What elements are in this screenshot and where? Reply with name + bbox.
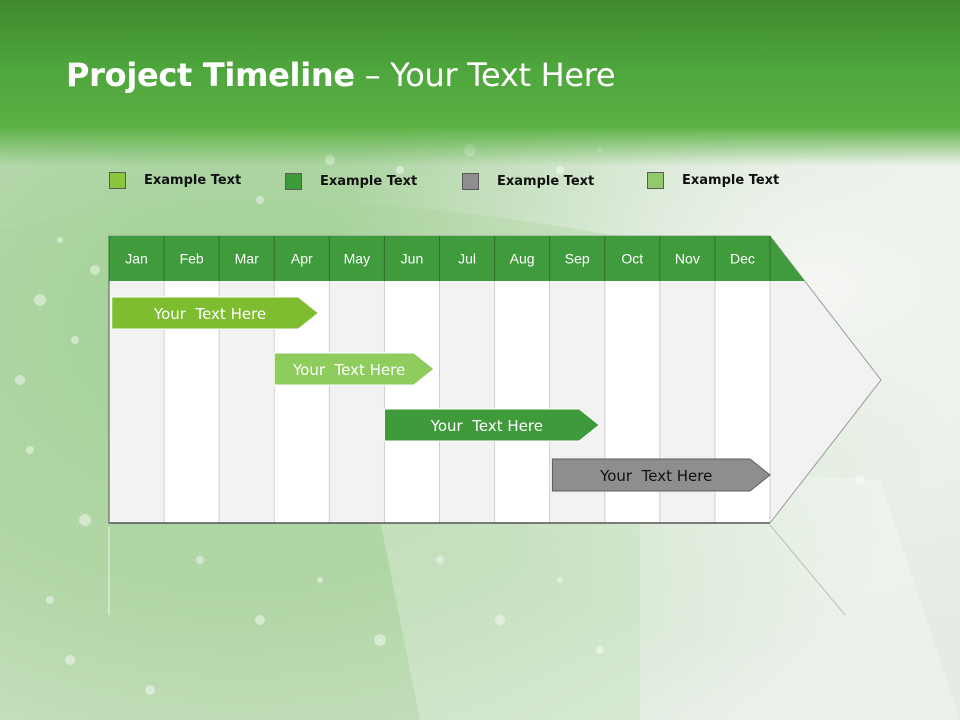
month-label-mar: Mar (235, 251, 259, 267)
legend-swatch-2 (285, 172, 302, 190)
legend-item-2: Example Text (285, 171, 417, 191)
legend-swatch-4 (647, 171, 664, 189)
task-bar-4: Your Text Here (551, 458, 771, 492)
month-label-oct: Oct (621, 251, 643, 267)
task-bar-2: Your Text Here (273, 352, 435, 386)
task-bar-shape (111, 296, 320, 330)
task-bar-label: Your Text Here (599, 467, 712, 485)
task-bar-1: Your Text Here (111, 296, 320, 330)
month-label-dec: Dec (730, 251, 755, 267)
legend-label-3: Example Text (497, 173, 595, 189)
legend-item-3: Example Text (462, 171, 594, 191)
task-bar-label: Your Text Here (430, 417, 543, 435)
legend-label-1: Example Text (144, 172, 242, 188)
month-label-feb: Feb (180, 251, 204, 267)
task-bar-shape (383, 408, 601, 442)
task-bar-3: Your Text Here (383, 408, 601, 442)
legend-label-2: Example Text (320, 173, 418, 189)
month-label-may: May (344, 251, 370, 267)
month-label-jan: Jan (125, 251, 148, 267)
month-label-jul: Jul (458, 251, 476, 267)
legend-swatch-3 (462, 172, 479, 190)
month-column (384, 281, 440, 523)
month-column (329, 281, 385, 523)
task-bar-label: Your Text Here (153, 305, 266, 323)
legend-item-1: Example Text (109, 170, 241, 190)
timeline-reflection (108, 524, 846, 616)
title-subtitle: – Your Text Here (354, 56, 616, 94)
legend-label-4: Example Text (682, 172, 780, 188)
page-title: Project Timeline – Your Text Here (66, 56, 616, 94)
month-label-apr: Apr (291, 251, 313, 267)
task-bar-label: Your Text Here (292, 361, 405, 379)
header-band (109, 236, 805, 281)
title-bold: Project Timeline (66, 56, 355, 94)
month-header: Jan Feb Mar Apr May Jun Jul Aug Sep Oct Nov Dec (108, 236, 805, 281)
month-label-sep: Sep (565, 251, 590, 267)
water-droplets (15, 144, 865, 695)
month-column (439, 281, 495, 523)
month-label-nov: Nov (675, 251, 700, 267)
legend-swatch-1 (109, 171, 126, 189)
month-label-aug: Aug (510, 251, 535, 267)
legend-item-4: Example Text (647, 170, 779, 190)
task-bar-shape (551, 458, 771, 492)
reflection-arrow-edge (769, 524, 846, 616)
month-label-jun: Jun (401, 251, 424, 267)
month-column (494, 281, 550, 523)
task-bar-shape (273, 352, 435, 386)
